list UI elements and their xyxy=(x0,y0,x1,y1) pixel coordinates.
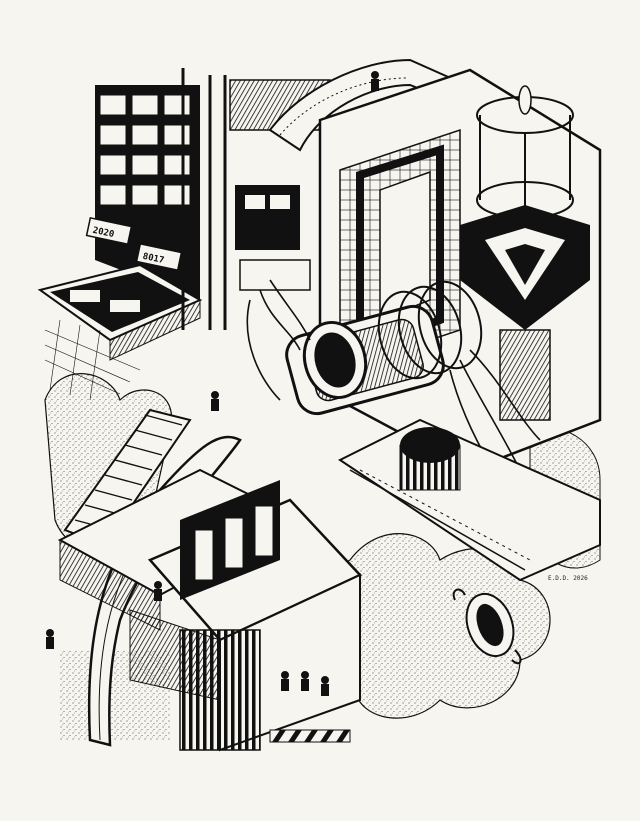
server-rack-block: 2020 8017 xyxy=(85,85,200,300)
artist-signature: E.D.D. 2026 xyxy=(548,575,588,582)
rack-sign-a: 2020 xyxy=(92,226,115,240)
small-boat xyxy=(452,588,522,665)
floor-grid xyxy=(44,319,141,401)
central-cylinder xyxy=(285,280,483,416)
rack-sign-b: 8017 xyxy=(142,252,165,266)
cage-tower xyxy=(460,85,590,421)
vertical-pipes xyxy=(181,68,227,330)
control-desk xyxy=(37,263,203,361)
worker-figures xyxy=(46,71,379,696)
hazard-strip xyxy=(269,729,351,743)
lower-right-walkway xyxy=(338,418,601,582)
front-column-block xyxy=(129,480,363,752)
